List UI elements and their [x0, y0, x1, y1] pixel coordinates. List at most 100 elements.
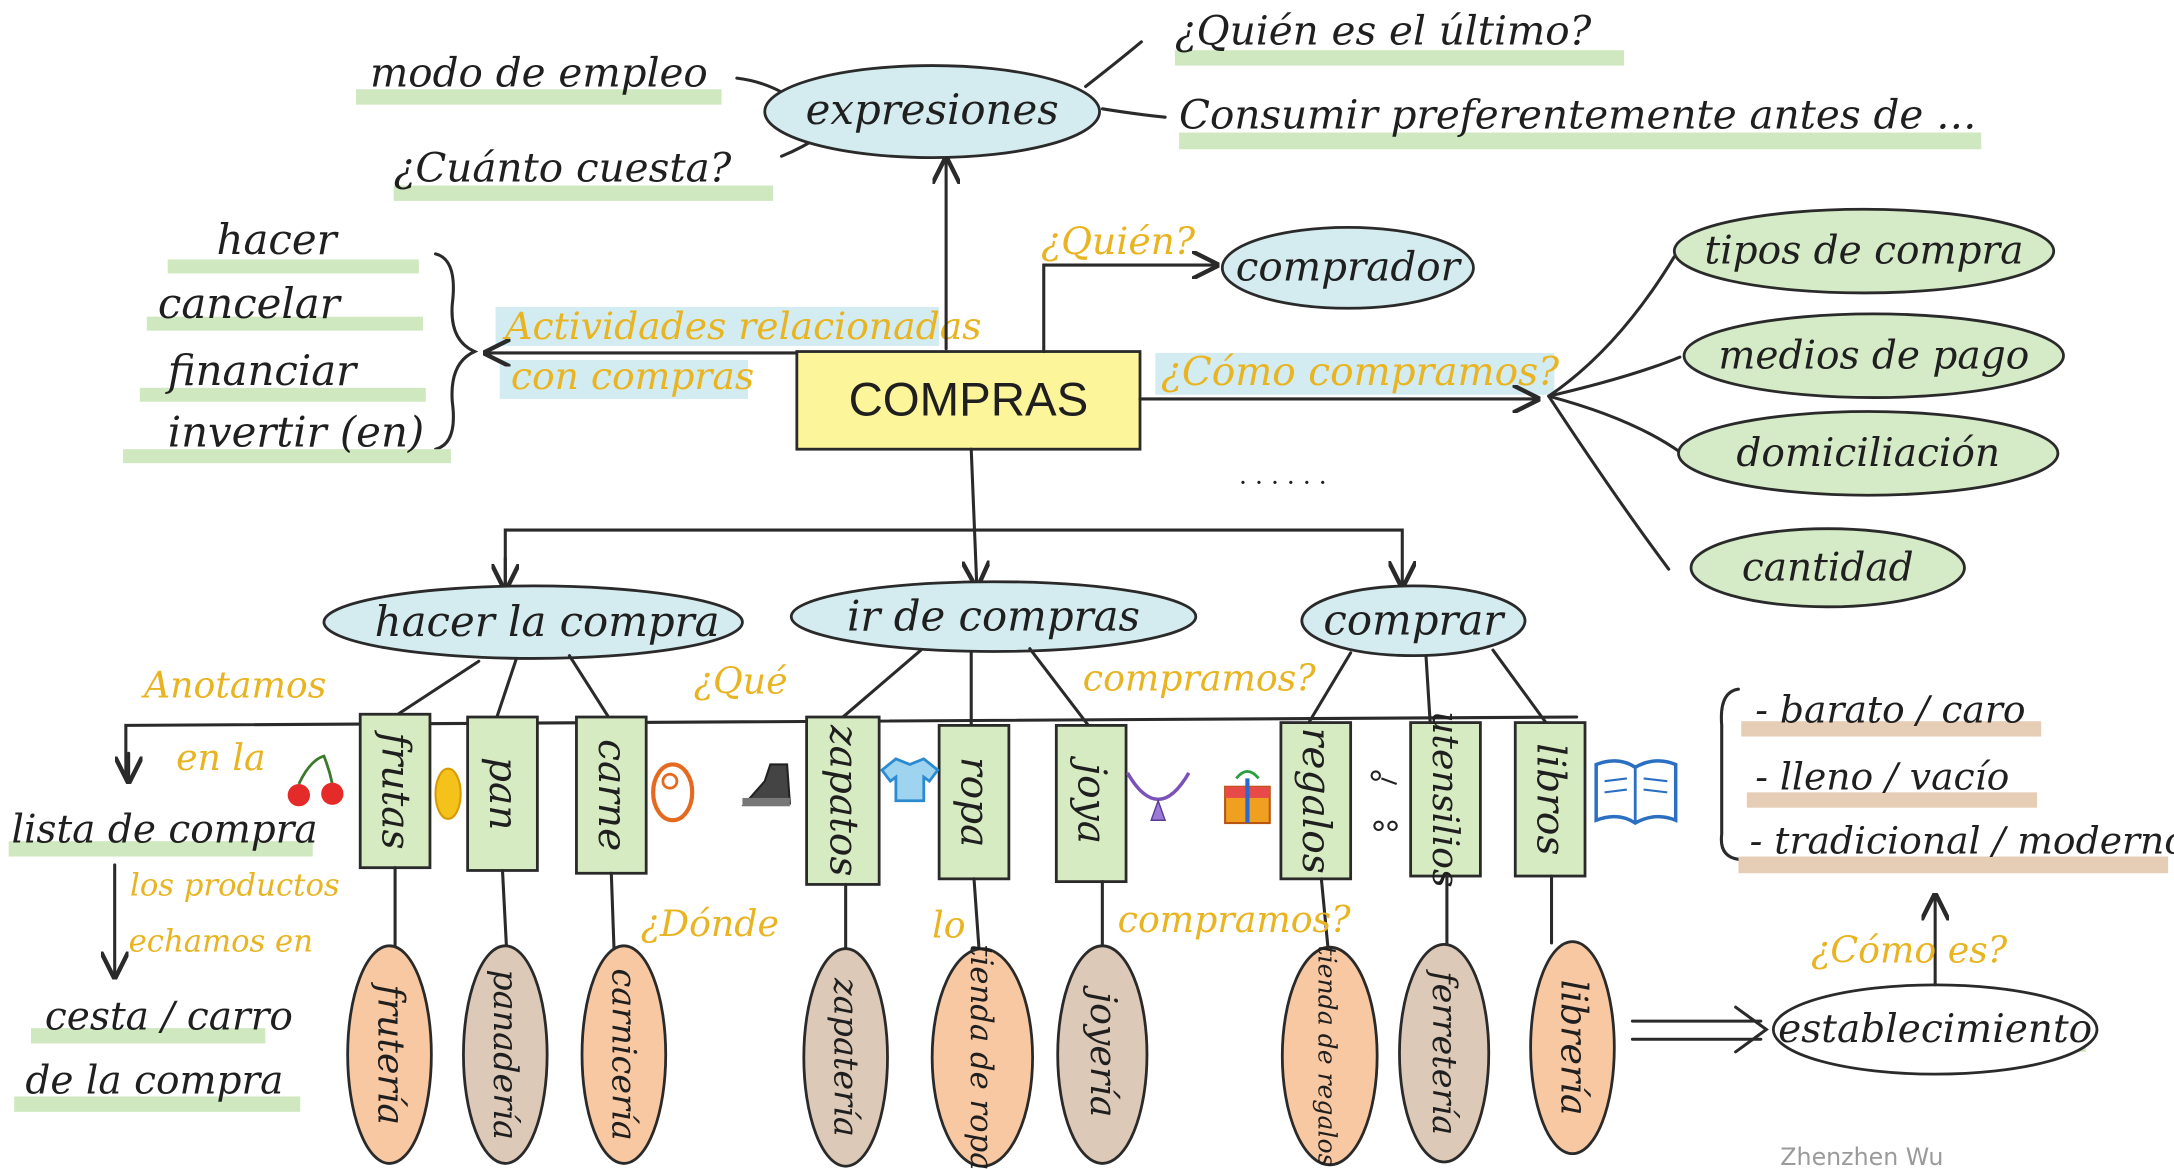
- product-label: regalos: [1293, 728, 1338, 874]
- donde-question-part2: lo: [932, 903, 965, 946]
- store-label: frutería: [369, 981, 412, 1125]
- center-label: COMPRAS: [849, 374, 1089, 427]
- store-node: [1280, 945, 1379, 1167]
- product-box: [575, 715, 648, 875]
- anotamos-text: Anotamos: [141, 663, 326, 706]
- expressions-section: expresiones ¿Quién es el último? Consumi…: [356, 7, 1982, 201]
- store-label: librería: [1552, 980, 1595, 1116]
- store-node: [580, 944, 668, 1165]
- como-es-question: ¿Cómo es?: [1811, 929, 2008, 972]
- how-we-buy-section: ¿Cómo compramos? tipos de compra medios …: [1138, 207, 2065, 609]
- store-label: carnicería: [605, 969, 644, 1141]
- store-node: [802, 947, 889, 1168]
- donde-question-part3: compramos?: [1118, 898, 1351, 941]
- product-label: libros: [1528, 743, 1573, 855]
- how-item-label: medios de pago: [1718, 333, 2029, 378]
- activities-section: Actividades relacionadas con compras hac…: [123, 215, 981, 464]
- activity-item: hacer: [217, 215, 340, 264]
- doodles: [287, 754, 1678, 832]
- adjective-item: - tradicional / moderno: [1750, 819, 2174, 863]
- store-label: zapatería: [827, 977, 866, 1137]
- activities-label-line1: Actividades relacionadas: [502, 304, 981, 348]
- como-compramos-question: ¿Cómo compramos?: [1161, 350, 1560, 395]
- store-connectors: [393, 866, 1554, 959]
- que-question-part1: ¿Qué: [694, 659, 788, 702]
- lista-label: lista de compra: [11, 808, 317, 853]
- cherries-icon: [287, 754, 344, 807]
- donde-question-part1: ¿Dónde: [641, 902, 779, 945]
- expression-item: ¿Cuánto cuesta?: [394, 143, 732, 191]
- product-label: ropa: [951, 757, 996, 847]
- products-section: frutas pan carne zapatos ropa joya regal…: [358, 711, 1587, 888]
- store-label: panadería: [486, 969, 525, 1140]
- product-box: [358, 712, 432, 870]
- comprador-node: [1220, 225, 1475, 310]
- gift-icon: [1224, 770, 1271, 825]
- tshirt-icon: [880, 757, 940, 803]
- product-box: [1054, 723, 1128, 884]
- establishment-section: establecimiento ¿Cómo es? - barato / car…: [1630, 687, 2174, 1076]
- activities-label-line2: con compras: [511, 354, 754, 398]
- store-node: [1398, 943, 1491, 1164]
- product-box: [1513, 721, 1587, 878]
- how-item-node: [1677, 410, 2060, 497]
- shoe-icon: [741, 763, 791, 807]
- stores-section: frutería panadería carnicería zapatería …: [346, 940, 1616, 1169]
- los-productos-text: los productos: [130, 869, 340, 904]
- activity-item: invertir (en): [168, 407, 425, 456]
- expresiones-label: expresiones: [806, 85, 1059, 134]
- store-label: ferretería: [1425, 968, 1464, 1135]
- store-label: tienda de regalos: [1313, 946, 1342, 1167]
- how-item-label: tipos de compra: [1705, 229, 2024, 274]
- expresiones-node: [763, 64, 1101, 160]
- establecimiento-label: establecimiento: [1778, 1007, 2092, 1052]
- expression-item: modo de empleo: [370, 48, 708, 96]
- verb-label: ir de compras: [847, 592, 1140, 641]
- utensils-icon: [1370, 770, 1398, 832]
- how-item-node: [1682, 312, 2065, 399]
- verb-node: [322, 584, 744, 660]
- store-label: joyería: [1082, 985, 1125, 1118]
- adjective-item: - lleno / vacío: [1755, 755, 2009, 799]
- how-item-node: [1689, 527, 1966, 609]
- ellipsis-dots: · · · · · ·: [1239, 468, 1327, 497]
- product-label: joya: [1069, 755, 1114, 844]
- de-la-compra-label: de la compra: [25, 1059, 283, 1104]
- product-box: [805, 715, 881, 886]
- verb-label: comprar: [1323, 596, 1506, 645]
- how-item-label: cantidad: [1742, 545, 1914, 590]
- product-label: zapatos: [820, 724, 865, 876]
- how-item-label: domiciliación: [1736, 431, 2000, 476]
- store-node: [1529, 940, 1616, 1156]
- store-node: [1056, 944, 1149, 1165]
- product-box: [466, 715, 539, 872]
- expression-item: ¿Quién es el último?: [1175, 7, 1592, 55]
- verb-node: [789, 580, 1198, 653]
- book-icon: [1594, 759, 1678, 826]
- comprador-label: comprador: [1236, 242, 1463, 290]
- que-question-part2: compramos?: [1083, 657, 1316, 700]
- necklace-icon: [1125, 771, 1191, 821]
- verb-node: [1300, 584, 1527, 658]
- product-label: utensilios: [1424, 711, 1467, 888]
- activity-item: financiar: [165, 346, 359, 395]
- meat-icon: [651, 762, 695, 823]
- bread-icon: [434, 767, 462, 820]
- product-label: frutas: [373, 729, 418, 849]
- author-credit: Zhenzhen Wu: [1780, 1143, 1943, 1169]
- store-label: tienda de ropa: [963, 944, 998, 1169]
- quien-question: ¿Quién?: [1041, 219, 1196, 263]
- activity-item: cancelar: [158, 279, 343, 328]
- echamos-en-text: echamos en: [129, 924, 313, 959]
- verbs-section: hacer la compra ir de compras comprar: [322, 447, 1527, 660]
- product-box: [1409, 721, 1482, 878]
- product-box: [1279, 721, 1353, 881]
- store-node: [462, 944, 549, 1165]
- shopping-list-section: Anotamos en la lista de compra los produ…: [8, 663, 340, 1112]
- expression-item: Consumir preferentemente antes de …: [1179, 90, 1977, 138]
- product-box: [937, 723, 1011, 881]
- en-la-text: en la: [176, 736, 266, 779]
- adjective-item: - barato / caro: [1755, 688, 2025, 732]
- buyer-section: ¿Quién? comprador: [1041, 219, 1475, 354]
